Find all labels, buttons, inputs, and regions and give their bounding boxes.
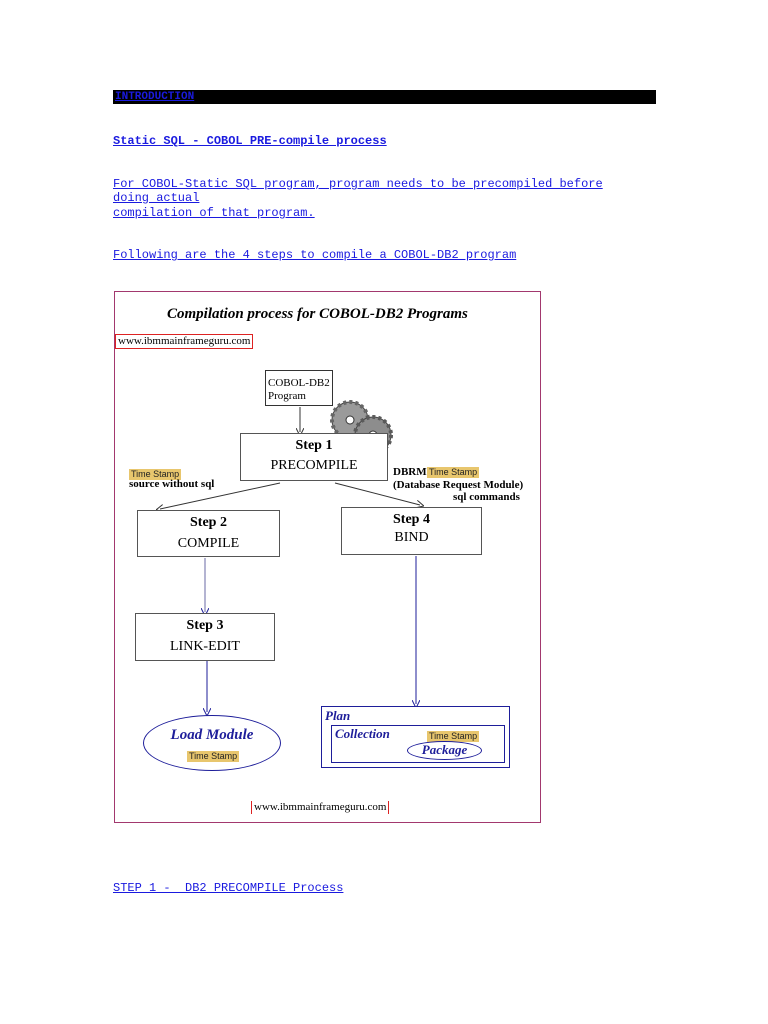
collection-label: Collection [335,726,390,741]
step1-box: Step 1 PRECOMPILE [240,433,388,481]
step2-box: Step 2 COMPILE [137,510,280,557]
intro-link[interactable]: INTRODUCTION [115,91,195,103]
arrow-step1-step4 [334,482,420,505]
program-document: COBOL-DB2 Program [265,370,333,406]
step1-label: Step 1 [295,438,333,453]
section-heading[interactable]: Static SQL - COBOL PRE-compile process [113,134,387,148]
step2-name: COMPILE [177,536,240,551]
step1-heading[interactable]: STEP 1 - DB2 PRECOMPILE Process [113,881,344,895]
plan-box: Plan Collection Time Stamp Package [321,706,510,768]
sql-commands-label: sql commands [453,491,520,503]
site-link-top: www.ibmmainframeguru.com [115,334,254,349]
step4-box: Step 4 BIND [341,507,482,555]
paragraph-line-2[interactable]: doing actual [113,191,200,205]
package-ellipse: Package [407,741,482,760]
step3-label: Step 3 [186,618,224,633]
dbrm-full-label: (Database Request Module) [393,479,524,491]
step3-name: LINK-EDIT [170,639,240,654]
load-module-label: Load Module [170,727,254,743]
collection-box: Collection Time Stamp Package [331,725,505,763]
paragraph-line-1[interactable]: For COBOL-Static SQL program, program ne… [113,177,603,191]
source-label: source without sql [129,478,215,490]
site-link-bottom: www.ibmmainframeguru.com [251,801,390,814]
time-stamp-dbrm: Time Stamp [427,467,480,478]
paragraph-line-3[interactable]: compilation of that program. [113,206,315,220]
steps-intro[interactable]: Following are the 4 steps to compile a C… [113,248,517,262]
plan-label: Plan [325,708,351,723]
program-line-1: COBOL-DB2 [268,377,330,389]
step2-label: Step 2 [190,515,227,530]
intro-bar [113,90,656,104]
step4-label: Step 4 [393,512,430,527]
time-stamp-source: Time Stamp [129,469,182,480]
arrow-step1-step2 [160,482,281,509]
compilation-diagram: Compilation process for COBOL-DB2 Progra… [114,291,541,823]
time-stamp-package: Time Stamp [427,731,480,742]
program-line-2: Program [268,390,306,402]
step1-name: PRECOMPILE [270,458,358,473]
step4-name: BIND [394,530,429,545]
step3-box: Step 3 LINK-EDIT [135,613,275,661]
dbrm-label: DBRM [393,466,427,478]
diagram-title: Compilation process for COBOL-DB2 Progra… [167,306,468,322]
load-module-ellipse: Load Module Time Stamp [143,715,281,771]
time-stamp-load: Time Stamp [187,751,240,762]
gear-icon [330,400,370,440]
package-label: Package [421,742,468,757]
